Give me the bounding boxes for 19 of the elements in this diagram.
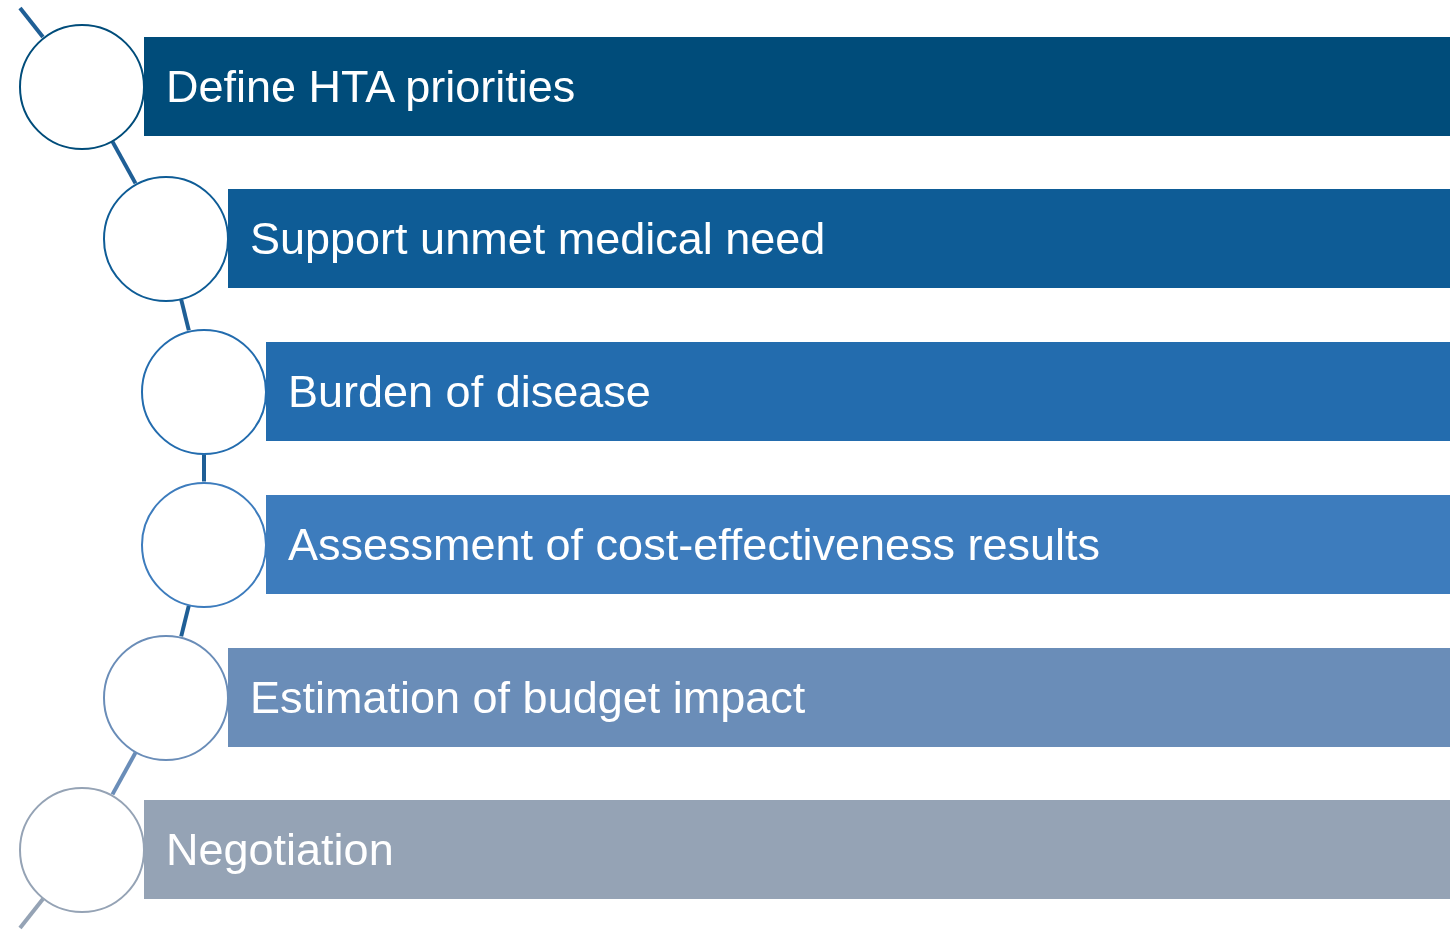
connector-line (202, 454, 206, 482)
connector-line (110, 140, 138, 185)
connector-line (179, 299, 191, 331)
connector-line (18, 897, 45, 930)
step-bar (266, 342, 1450, 441)
step-label: Support unmet medical need (250, 212, 826, 265)
step-label: Burden of disease (288, 365, 651, 418)
connector-line (110, 751, 138, 796)
step-bar (228, 189, 1450, 288)
step-label: Negotiation (166, 823, 394, 876)
step-bar (266, 495, 1450, 594)
step-bar (228, 648, 1450, 747)
step-label: Define HTA priorities (166, 60, 576, 113)
step-bar (144, 37, 1450, 136)
connector-line (18, 6, 45, 39)
step-bar (144, 800, 1450, 899)
step-label: Assessment of cost-effectiveness results (288, 518, 1100, 571)
step-label: Estimation of budget impact (250, 671, 806, 724)
connector-line (179, 605, 191, 637)
